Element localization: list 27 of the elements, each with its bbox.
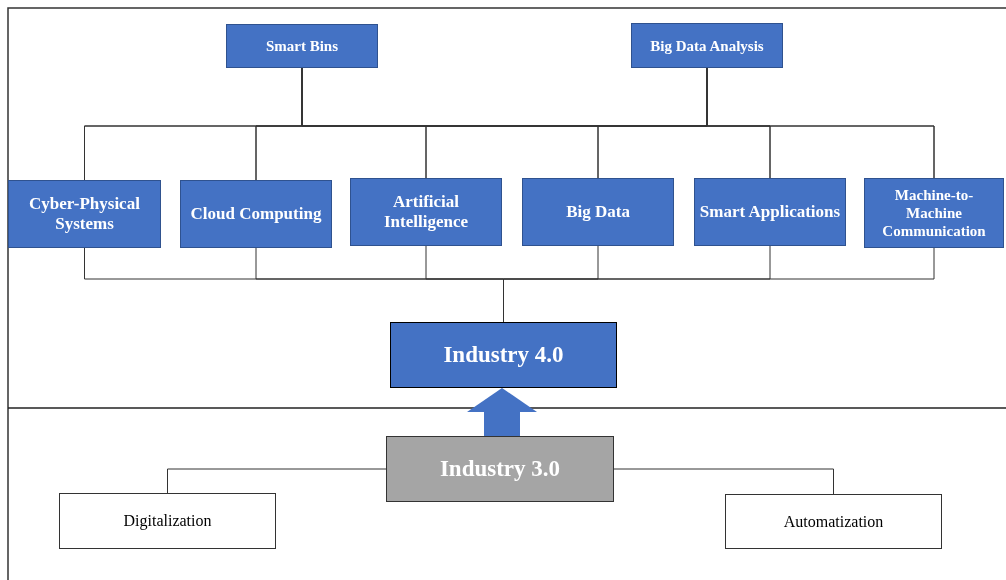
box-label: Artificial Intelligence xyxy=(382,191,469,233)
box-label: Automatization xyxy=(782,511,885,532)
box-label: Big Data Analysis xyxy=(649,36,765,55)
block-arrow xyxy=(467,388,537,436)
concept-box xyxy=(631,23,783,68)
box-label: Machine-to-Machine Communication xyxy=(881,186,987,240)
box-label: Industry 4.0 xyxy=(442,341,565,369)
process-box xyxy=(725,494,942,549)
connector-line xyxy=(613,468,834,495)
box-label: Cloud Computing xyxy=(189,203,323,225)
industry-box xyxy=(386,436,614,502)
concept-box xyxy=(226,24,378,68)
concept-box xyxy=(8,180,161,248)
concept-box xyxy=(864,178,1004,248)
box-label: Smart Applications xyxy=(698,201,842,223)
box-label: Industry 3.0 xyxy=(438,455,562,483)
box-label: Cyber-Physical Systems xyxy=(28,193,141,235)
box-label: Smart Bins xyxy=(264,37,340,55)
box-label: Digitalization xyxy=(122,511,213,531)
connector-line xyxy=(167,468,387,494)
concept-box xyxy=(522,178,674,246)
concept-box xyxy=(350,178,502,246)
industry-box xyxy=(390,322,617,388)
concept-box xyxy=(180,180,332,248)
box-label: Big Data xyxy=(565,201,631,223)
process-box xyxy=(59,493,276,549)
concept-box xyxy=(694,178,846,246)
